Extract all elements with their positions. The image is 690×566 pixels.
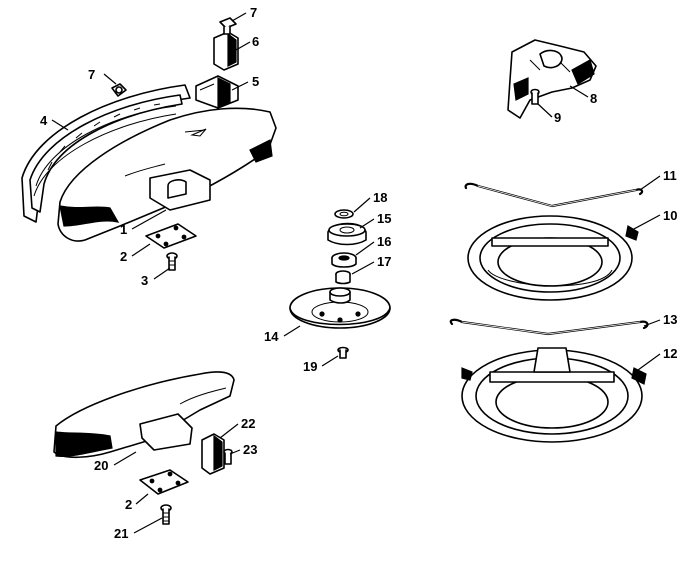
mount-part-1: [149, 169, 211, 211]
callout-10: 10: [663, 208, 677, 223]
callout-16: 16: [377, 234, 391, 249]
cup-disc-part-14: [289, 287, 391, 329]
callout-7-left: 7: [88, 67, 95, 82]
callout-13: 13: [663, 312, 677, 327]
screw-part-23: [223, 448, 233, 465]
callout-14: 14: [264, 329, 279, 344]
wire-spring-part-11: [464, 182, 644, 208]
lower-shield-part-20: [53, 371, 235, 459]
bracket-part-22: [201, 433, 225, 475]
callout-18: 18: [373, 190, 387, 205]
callout-2-bottom: 2: [125, 497, 132, 512]
callout-8: 8: [590, 91, 597, 106]
gear-head-part-8: [507, 39, 597, 119]
screw-part-21: [160, 504, 172, 525]
square-plate-part-2-lower: [139, 469, 189, 495]
callout-5: 5: [252, 74, 259, 89]
callout-9: 9: [554, 110, 561, 125]
flange-part-15: [327, 222, 367, 246]
screw-part-9: [530, 88, 540, 105]
bearing-part-16: [331, 252, 357, 268]
screw-part-19: [337, 346, 349, 359]
deflector-shield-part-4: [21, 84, 277, 242]
callout-23: 23: [243, 442, 257, 457]
callouts: 7 6 7 5 4 1 2 3 8 9 18 15 16 17 14 19 11…: [40, 5, 677, 541]
callout-4: 4: [40, 113, 48, 128]
sleeve-part-17: [335, 270, 351, 285]
bracket-part-5: [195, 75, 239, 109]
callout-22: 22: [241, 416, 255, 431]
callout-17: 17: [377, 254, 391, 269]
callout-21: 21: [114, 526, 128, 541]
callout-7-top: 7: [250, 5, 257, 20]
callout-19: 19: [303, 359, 317, 374]
washer-part-18: [334, 209, 354, 219]
callout-6: 6: [252, 34, 259, 49]
plate-part-6: [213, 31, 239, 71]
blade-guard-ring-part-12: [461, 347, 647, 443]
nut-part-7: [111, 83, 127, 97]
leader-lines: [51, 12, 661, 534]
screw-part-3: [166, 252, 178, 271]
callout-15: 15: [377, 211, 391, 226]
square-plate-part-2: [145, 223, 197, 249]
callout-2-top: 2: [120, 249, 127, 264]
callout-3: 3: [141, 273, 148, 288]
callout-20: 20: [94, 458, 108, 473]
blade-guard-ring-part-10: [467, 215, 639, 301]
callout-11: 11: [663, 168, 677, 183]
wire-spring-part-13: [449, 318, 649, 336]
callout-1: 1: [120, 222, 127, 237]
callout-12: 12: [663, 346, 677, 361]
